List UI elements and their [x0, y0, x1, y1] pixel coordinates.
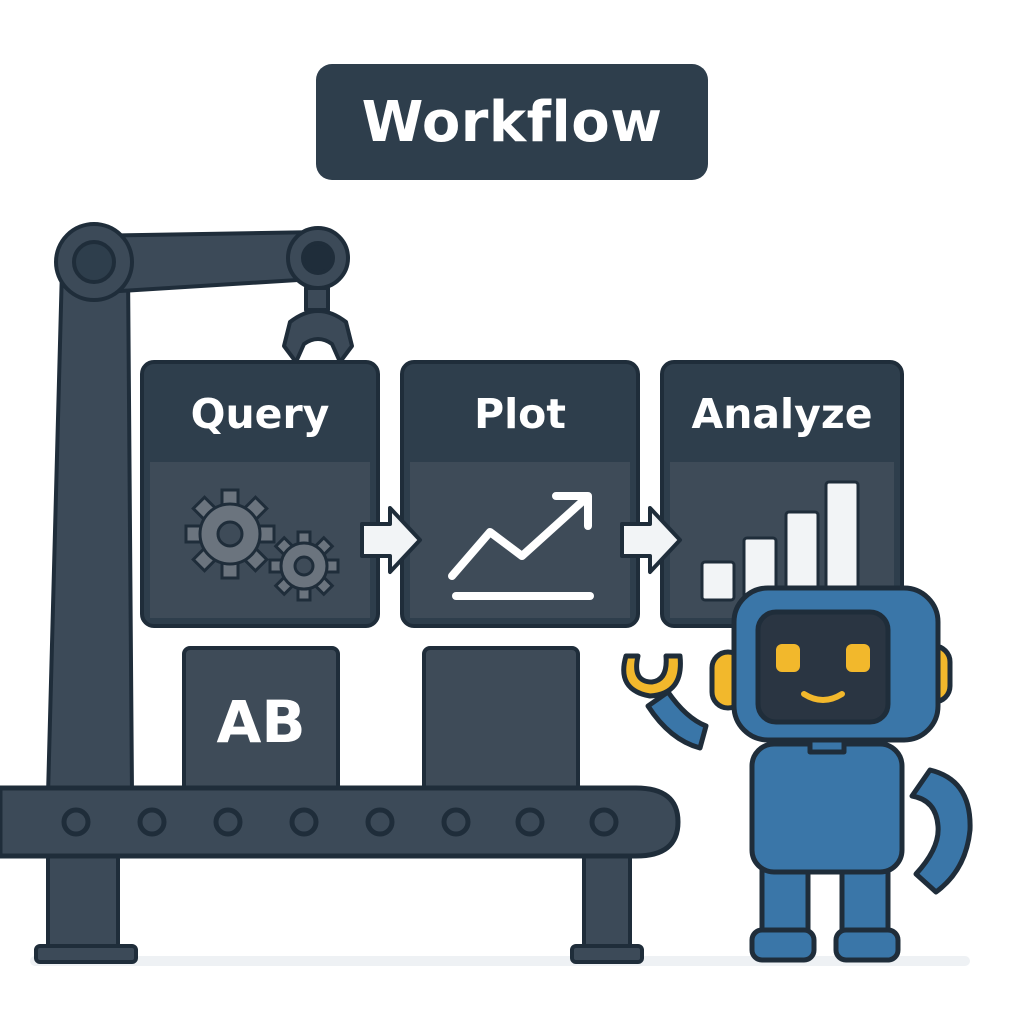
conveyor-rollers — [61, 807, 619, 837]
arm-wrist — [304, 286, 330, 312]
step-label: Analyze — [691, 390, 872, 438]
robot-face-screen — [755, 609, 891, 725]
robotic-arm — [46, 222, 354, 797]
conveyor-belt — [0, 785, 681, 964]
gear-small — [268, 530, 340, 602]
step-card-query: Query — [140, 360, 380, 628]
step-label: Plot — [474, 390, 566, 438]
conveyor-box-label: AB — [216, 688, 305, 756]
step-label: Query — [191, 390, 330, 438]
gear-large — [184, 488, 276, 580]
robot-eye-right — [846, 644, 870, 672]
gears-icon — [184, 488, 340, 602]
conveyor-leg-left — [46, 848, 120, 960]
trend-line-icon — [448, 492, 594, 600]
ground-shadow — [30, 956, 970, 966]
arrow-right-icon — [620, 506, 682, 574]
robot-smile — [801, 691, 845, 703]
arm-claw-icon — [282, 309, 354, 364]
conveyor-box-2 — [422, 646, 580, 798]
step-card-plot: Plot — [400, 360, 640, 628]
workflow-title: Workflow — [361, 89, 663, 155]
robot-eye-left — [776, 644, 800, 672]
conveyor-box-1: AB — [182, 646, 340, 798]
robot-body — [749, 741, 905, 875]
robot-mascot — [621, 585, 973, 963]
conveyor-belt-body — [0, 785, 681, 859]
robot-arm-right — [909, 767, 973, 895]
arrow-right-icon — [360, 506, 422, 574]
conveyor-leg-right — [582, 848, 632, 960]
arm-pillar — [46, 266, 134, 797]
robot-raised-arm — [645, 689, 709, 751]
workflow-title-box: Workflow — [316, 64, 708, 180]
robot-claw-icon — [621, 653, 683, 699]
